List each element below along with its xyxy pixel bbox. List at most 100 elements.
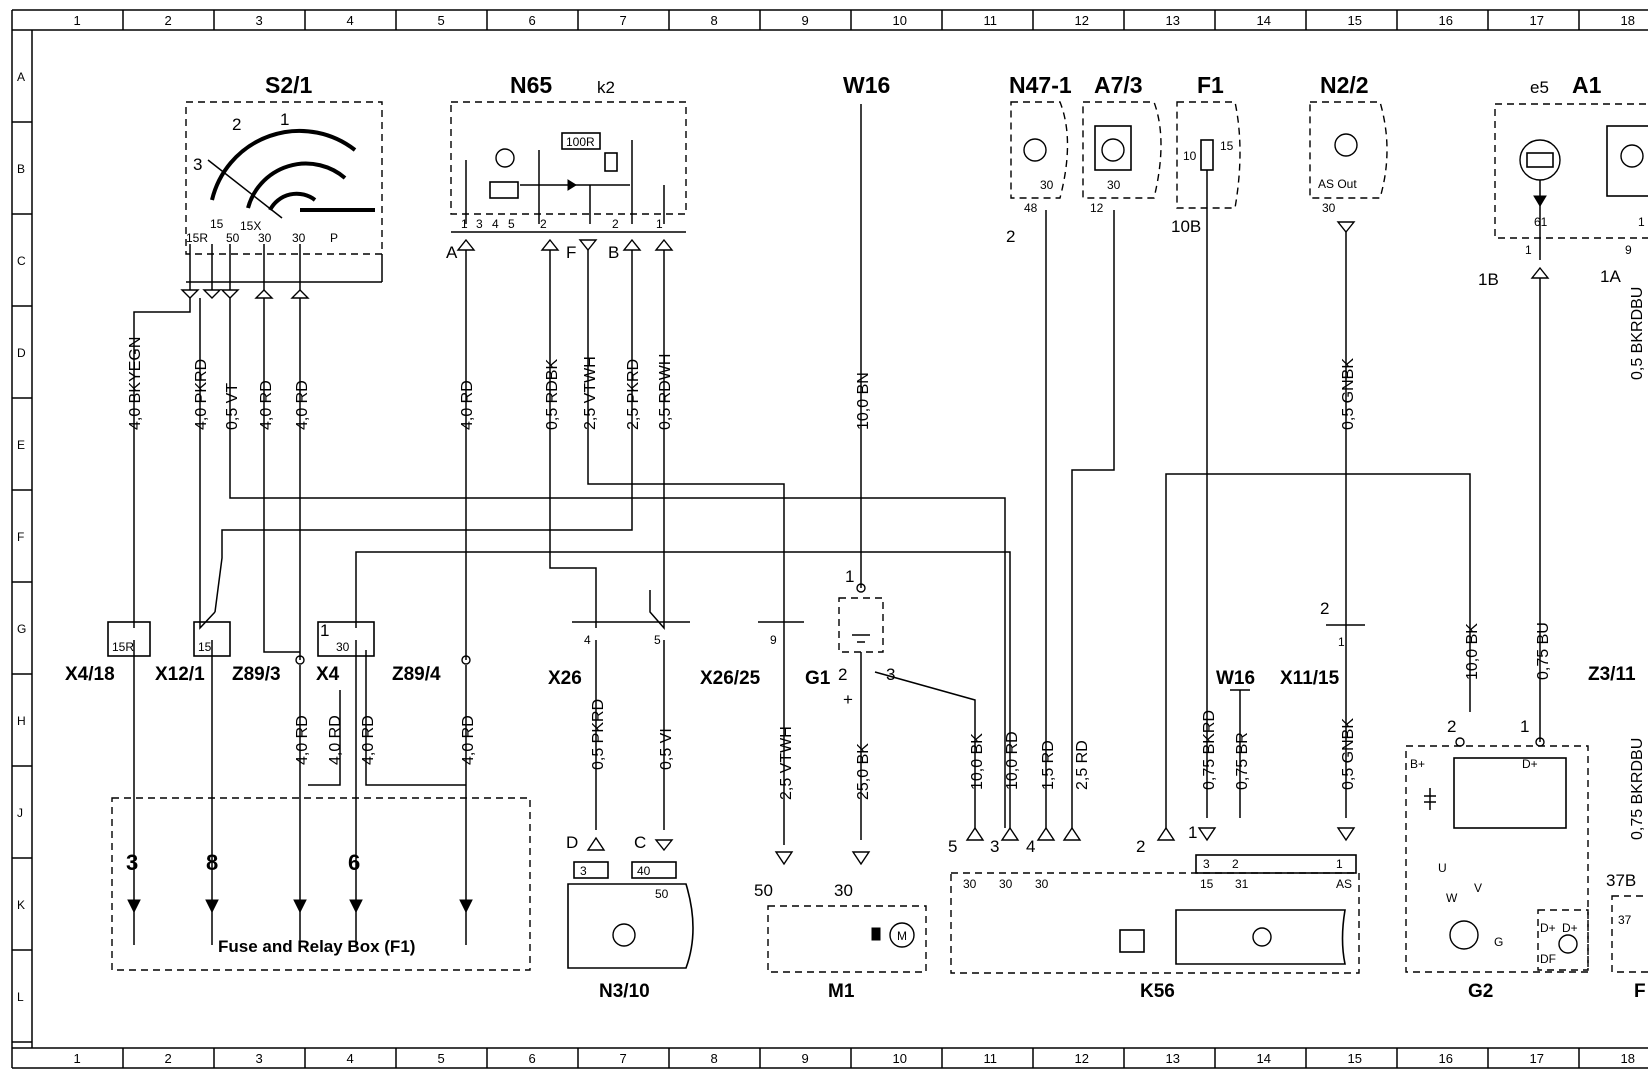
- column-bottom-7: 7: [620, 1051, 627, 1066]
- column-bottom-3: 3: [256, 1051, 263, 1066]
- column-top-17: 17: [1530, 13, 1544, 28]
- a1-loc-1a: 1A: [1600, 267, 1621, 286]
- g1-pin-2: 2: [838, 665, 847, 684]
- wire-2-5-pkrd: 2,5 PKRD: [625, 359, 642, 430]
- wire-2-5-vtwh-lower: 2,5 VTWH: [778, 726, 795, 800]
- row-J: J: [17, 806, 23, 820]
- n3-10-letter-d: D: [566, 833, 578, 852]
- x4-pin-1: 1: [320, 621, 329, 640]
- n65-pin-2a: 2: [540, 217, 547, 231]
- wire-10-0-rd-k56: 10,0 RD: [1004, 731, 1021, 790]
- module-n3-10: D C 3 40 50 N3/10: [566, 833, 694, 1002]
- column-top-12: 12: [1075, 13, 1089, 28]
- g2-term-bplus: B+: [1410, 757, 1425, 771]
- a1-lamp-label: e5: [1530, 78, 1549, 97]
- m1-motor-m: M: [897, 929, 907, 943]
- row-D: D: [17, 346, 26, 360]
- wire-2-5-rd: 2,5 RD: [1074, 740, 1091, 790]
- wire-4-0-rd-b: 4,0 RD: [294, 380, 311, 430]
- row-E: E: [17, 438, 25, 452]
- n65-resistor-label: 100R: [566, 135, 595, 149]
- s2-1-pin-15r: 15R: [186, 231, 208, 245]
- g2-term-u: U: [1438, 861, 1447, 875]
- column-top-8: 8: [711, 13, 718, 28]
- k56-num-5: 5: [948, 837, 957, 856]
- wire-4-0-rd-f: 4,0 RD: [360, 715, 377, 765]
- column-top-7: 7: [620, 13, 627, 28]
- x11-15-pin: 1: [1338, 635, 1345, 649]
- k56-label: K56: [1140, 981, 1175, 1002]
- column-bottom-10: 10: [893, 1051, 907, 1066]
- row-C: C: [17, 254, 26, 268]
- wire-0-5-pkrd-lower: 0,5 PKRD: [590, 699, 607, 770]
- column-bottom-14: 14: [1257, 1051, 1271, 1066]
- x26-label: X26: [548, 668, 582, 689]
- wire-0-75-br: 0,75 BR: [1234, 732, 1251, 790]
- g2-term-dplus: D+: [1522, 757, 1538, 771]
- n65-conn-b: B: [608, 243, 619, 262]
- m1-pin-50: 50: [754, 881, 773, 900]
- n3-10-label: N3/10: [599, 981, 650, 1002]
- a1-loc-1b: 1B: [1478, 270, 1499, 289]
- n47-inner-pin: 30: [1040, 178, 1054, 192]
- n65-relay-label: k2: [597, 78, 615, 97]
- g1-pin-3: 3: [886, 665, 895, 684]
- n3-10-pin-50: 50: [655, 887, 669, 901]
- wire-4-0-rd-e: 4,0 RD: [327, 715, 344, 765]
- column-top-4: 4: [347, 13, 354, 28]
- k56-num-2: 2: [1136, 837, 1145, 856]
- switch-pos-2: 2: [232, 115, 241, 134]
- g2-term-dplus-b: D+: [1562, 921, 1578, 935]
- g1-plus: +: [843, 690, 853, 709]
- f1-pin-15: 15: [1220, 139, 1234, 153]
- wire-0-5-bkrdbu: 0,5 BKRDBU: [1629, 287, 1646, 380]
- fuse-pin-8: 8: [206, 850, 218, 875]
- n2-2-inner: AS Out: [1318, 177, 1357, 191]
- column-bottom-18: 18: [1621, 1051, 1635, 1066]
- partial-right-component: 0,5 BKRDBU 0,75 BKRDBU 37B 37 F: [1606, 287, 1648, 1002]
- column-top-15: 15: [1348, 13, 1362, 28]
- k56-pin-30a: 30: [963, 877, 977, 891]
- m1-label: M1: [828, 981, 855, 1002]
- column-top-3: 3: [256, 13, 263, 28]
- g1-pin-1: 1: [845, 567, 854, 586]
- column-bottom-16: 16: [1439, 1051, 1453, 1066]
- a1-right-pin: 1: [1638, 215, 1645, 229]
- drawing-frame: [11, 9, 1648, 1069]
- column-top-13: 13: [1166, 13, 1180, 28]
- wire-4-0-rd-d: 4,0 RD: [294, 715, 311, 765]
- a7-3-inner-pin: 30: [1107, 178, 1121, 192]
- n65-pin-1: 1: [461, 217, 468, 231]
- column-bottom-15: 15: [1348, 1051, 1362, 1066]
- x4-label: X4: [316, 664, 340, 685]
- n65-pin-4: 4: [492, 217, 499, 231]
- f1-label: F1: [1197, 72, 1224, 98]
- column-top-6: 6: [529, 13, 536, 28]
- wire-4-0-rd-a: 4,0 RD: [258, 380, 275, 430]
- column-bottom-1: 1: [74, 1051, 81, 1066]
- a1-pin-9: 9: [1625, 243, 1632, 257]
- row-G: G: [17, 622, 26, 636]
- wire-4-0-bkyegn: 4,0 BKYEGN: [127, 337, 144, 430]
- s2-1-pin-50: 50: [226, 231, 240, 245]
- g2-term-v: V: [1474, 881, 1482, 895]
- n47-loc: 2: [1006, 227, 1015, 246]
- s2-1-pin-30b: 30: [292, 231, 306, 245]
- row-A: A: [17, 70, 25, 84]
- wire-0-5-vt: 0,5 VT: [224, 383, 241, 430]
- a7-3-label: A7/3: [1094, 72, 1143, 98]
- wire-0-5-vi: 0,5 VI: [658, 728, 675, 770]
- n65-label: N65: [510, 72, 552, 98]
- g2-term-g: G: [1494, 935, 1503, 949]
- instrument-cluster-a1: e5 A1 61 1 1 9 1B 1A: [1478, 72, 1648, 742]
- wire-0-5-gnbk-lower: 0,5 GNBK: [1340, 718, 1357, 790]
- wire-0-75-bkrd: 0,75 BKRD: [1201, 710, 1218, 790]
- fuse-box-label: Fuse and Relay Box (F1): [218, 937, 415, 956]
- x4-18-pin: 15R: [112, 640, 134, 654]
- relay-module-k56: 5 3 4 2 1 3 2 1 30 30 30 15 31 AS K56: [948, 823, 1360, 1002]
- n47-pin: 48: [1024, 201, 1038, 215]
- row-F: F: [17, 530, 24, 544]
- x12-1-pin: 15: [198, 640, 212, 654]
- wire-2-5-vtwh: 2,5 VTWH: [582, 356, 599, 430]
